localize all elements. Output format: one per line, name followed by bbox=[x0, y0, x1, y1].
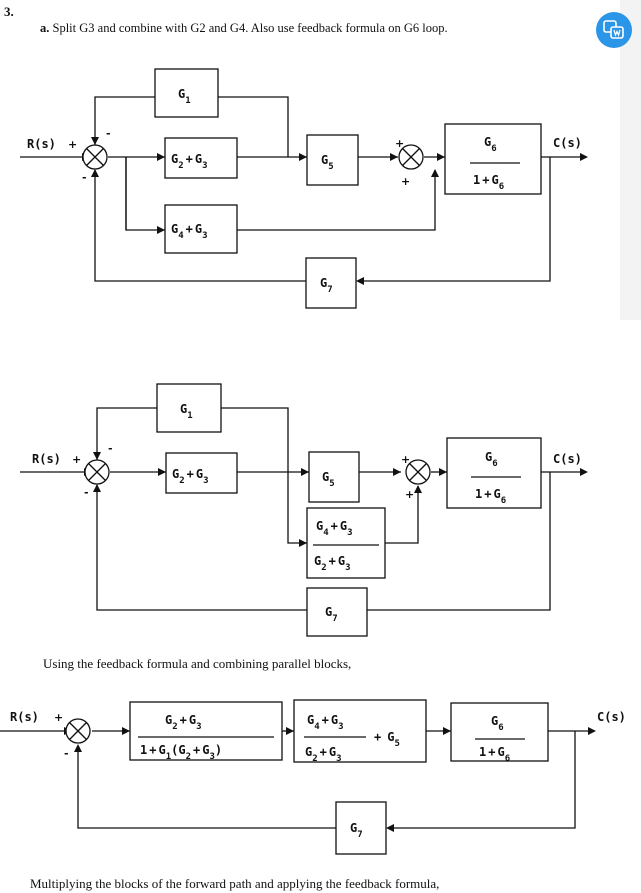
d3-sign: + bbox=[54, 711, 63, 724]
d3-input-label: R(s) bbox=[10, 710, 39, 724]
svg-text:G6: G6 bbox=[484, 135, 497, 154]
svg-text:G1: G1 bbox=[180, 402, 193, 421]
caption-combining: Using the feedback formula and combining… bbox=[43, 656, 352, 671]
d2-sign: + bbox=[401, 453, 410, 466]
svg-text:G4+G3: G4+G3 bbox=[307, 713, 344, 732]
instruction-text: a. Split G3 and combine with G2 and G4. … bbox=[40, 21, 448, 36]
block-parallel-sum-g5: G4+G3 G2+G3 +G5 bbox=[293, 699, 427, 764]
svg-text:G4+G3: G4+G3 bbox=[316, 519, 353, 538]
problem-number: 3. bbox=[4, 4, 14, 19]
svg-text:G2+G3: G2+G3 bbox=[165, 713, 202, 732]
block-g7: G7 bbox=[305, 257, 357, 309]
d2-sign: + bbox=[405, 488, 414, 501]
svg-text:G6: G6 bbox=[485, 450, 498, 469]
d1-input-label: R(s) bbox=[27, 137, 56, 151]
d2-wires bbox=[20, 407, 580, 611]
page-edge-strip bbox=[620, 0, 641, 320]
block-g6-closed-loop: G6 1+G6 bbox=[444, 123, 542, 195]
d1-sign: + bbox=[68, 138, 77, 151]
svg-text:G5: G5 bbox=[321, 153, 334, 172]
d1-summing-junction-1 bbox=[82, 144, 108, 170]
svg-text:1+G6: 1+G6 bbox=[479, 745, 510, 764]
d3-output-label: C(s) bbox=[597, 710, 626, 724]
svg-text:G4+G3: G4+G3 bbox=[171, 222, 208, 241]
d1-wires bbox=[20, 96, 580, 282]
block-g1: G1 bbox=[154, 68, 219, 118]
block-g5: G5 bbox=[308, 451, 360, 503]
svg-text:G2+G3: G2+G3 bbox=[171, 152, 208, 171]
diagram-reduced: R(s) + - C(s) G2+G3 1+G1(G2+G3) G4+G3 G2… bbox=[0, 699, 626, 855]
svg-text:G7: G7 bbox=[320, 276, 333, 295]
block-g2-plus-g3: G2+G3 bbox=[164, 137, 238, 179]
d2-input-label: R(s) bbox=[32, 452, 61, 466]
translate-icon bbox=[603, 20, 624, 39]
svg-text:G7: G7 bbox=[325, 605, 338, 624]
svg-text:1+G6: 1+G6 bbox=[473, 173, 504, 192]
translate-button[interactable] bbox=[596, 12, 632, 48]
d2-output-label: C(s) bbox=[553, 452, 582, 466]
svg-text:G6: G6 bbox=[491, 714, 504, 733]
svg-text:G2+G3: G2+G3 bbox=[314, 554, 351, 573]
block-g7: G7 bbox=[306, 587, 368, 637]
d2-sign: + bbox=[72, 453, 81, 466]
diagram-original: R(s) + - - + + C(s) G1 G2+G3 G4+G3 G5 G6… bbox=[20, 68, 588, 309]
svg-text:1+G1(G2+G3): 1+G1(G2+G3) bbox=[140, 743, 222, 762]
block-inner-loop-g2g3: G2+G3 1+G1(G2+G3) bbox=[129, 701, 283, 762]
svg-text:G7: G7 bbox=[350, 821, 363, 840]
d1-sign: + bbox=[395, 137, 404, 150]
d3-sign: - bbox=[64, 747, 69, 760]
d1-output-label: C(s) bbox=[553, 136, 582, 150]
d2-summing-junction-1 bbox=[84, 459, 110, 485]
d1-sign: - bbox=[82, 171, 87, 184]
block-g4-plus-g3: G4+G3 bbox=[164, 204, 238, 254]
svg-text:G2+G3: G2+G3 bbox=[305, 745, 342, 764]
svg-text:G1: G1 bbox=[178, 87, 191, 106]
svg-text:G5: G5 bbox=[322, 470, 335, 489]
d3-wires bbox=[0, 730, 588, 829]
block-g2-plus-g3: G2+G3 bbox=[165, 452, 238, 494]
d1-sign: + bbox=[401, 175, 410, 188]
block-g4g3-over-g2g3: G4+G3 G2+G3 bbox=[306, 507, 386, 579]
d2-sign: - bbox=[84, 486, 89, 499]
block-g5: G5 bbox=[306, 134, 359, 186]
block-g7: G7 bbox=[335, 801, 387, 855]
d1-sign: - bbox=[106, 127, 111, 140]
svg-text:G2+G3: G2+G3 bbox=[172, 467, 209, 486]
diagram-split: R(s) + - - + + C(s) G1 G2+G3 G5 G4+G3 G2… bbox=[20, 383, 588, 637]
caption-multiplying: Multiplying the blocks of the forward pa… bbox=[30, 876, 440, 891]
block-g1: G1 bbox=[156, 383, 222, 433]
svg-text:+G5: +G5 bbox=[374, 730, 400, 749]
part-label: a. bbox=[40, 21, 50, 35]
svg-text:1+G6: 1+G6 bbox=[475, 487, 506, 506]
block-g6-closed-loop: G6 1+G6 bbox=[450, 702, 549, 764]
block-g6-closed-loop: G6 1+G6 bbox=[446, 437, 542, 509]
d3-summing-junction bbox=[65, 718, 91, 744]
instruction-body: Split G3 and combine with G2 and G4. Als… bbox=[49, 21, 448, 35]
d2-sign: - bbox=[108, 442, 113, 455]
